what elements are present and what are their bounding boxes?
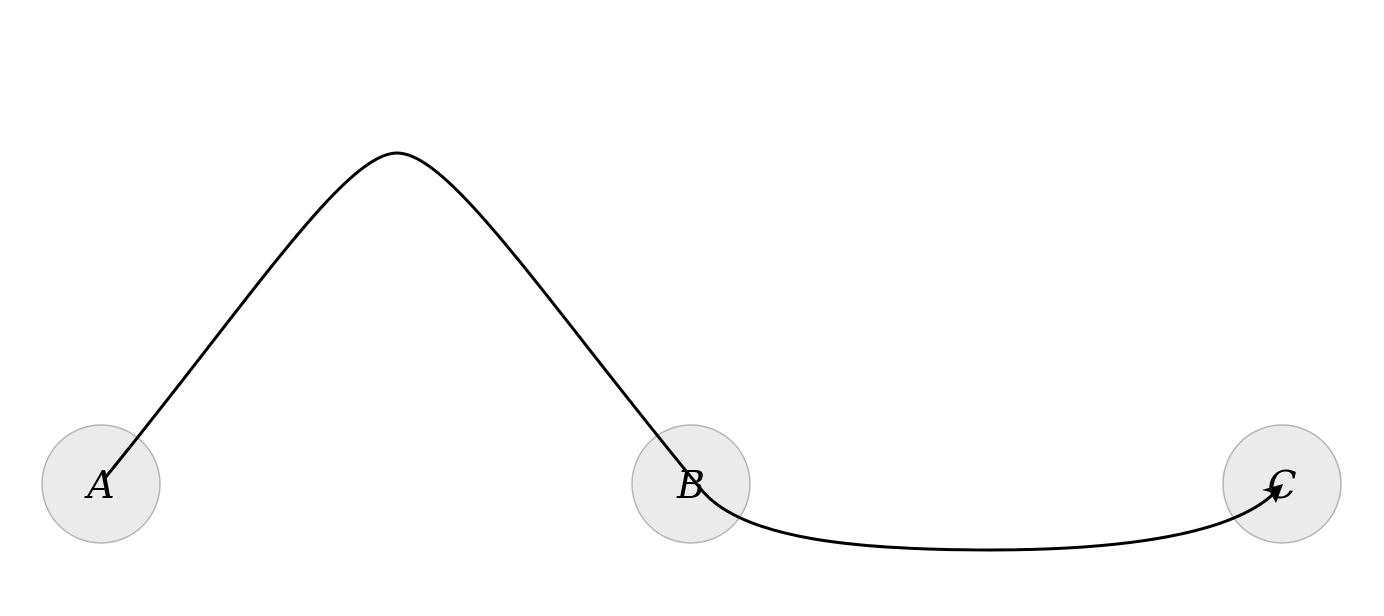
node-c-circle [1222, 424, 1342, 544]
node-b-label: B [676, 463, 705, 507]
edge-b-c [698, 486, 1282, 552]
node-c[interactable]: C [1222, 424, 1342, 544]
node-a-circle [41, 424, 161, 544]
arrowhead-icon [1262, 484, 1283, 503]
node-a[interactable]: A [41, 424, 161, 544]
edge-a-b [103, 151, 702, 489]
node-b-circle [631, 424, 751, 544]
node-b[interactable]: B [631, 424, 751, 544]
